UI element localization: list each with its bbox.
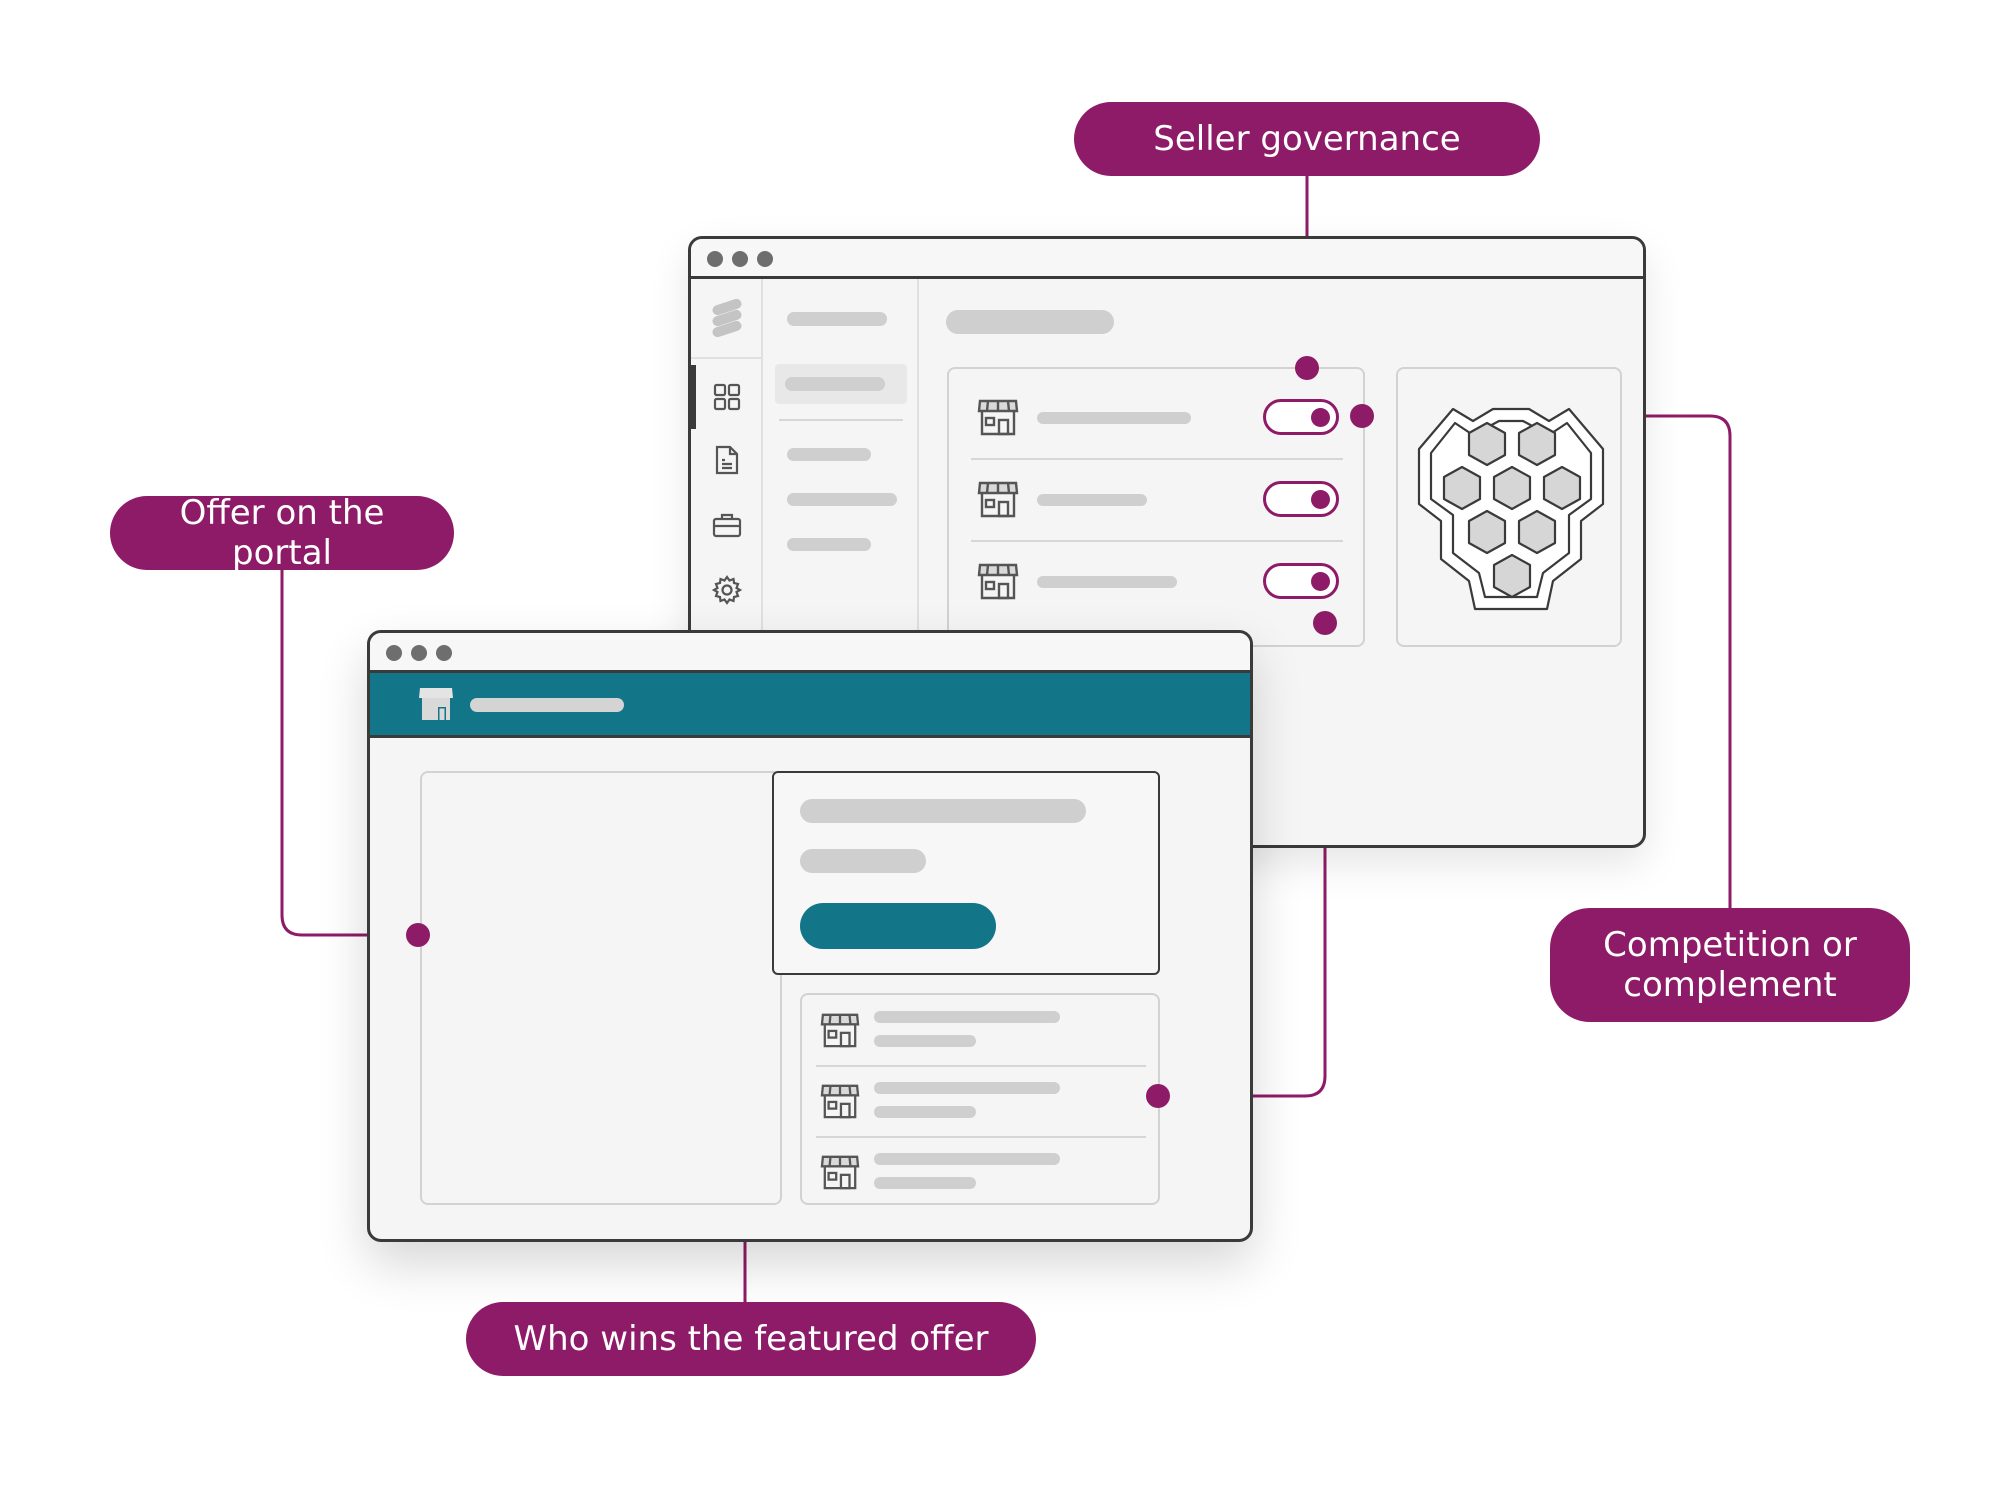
seller-toggle[interactable] xyxy=(1263,563,1339,599)
admin-window xyxy=(688,236,1646,848)
window-control-dot[interactable] xyxy=(386,645,402,661)
other-offer-name-placeholder xyxy=(874,1011,1060,1023)
toggle-knob xyxy=(1311,408,1330,427)
seller-list-card xyxy=(947,367,1365,647)
add-to-cart-button[interactable] xyxy=(800,903,996,949)
connector-dot xyxy=(1295,356,1319,380)
callout-label-line1: Competition or xyxy=(1603,925,1857,965)
brand-logo-icon xyxy=(712,299,742,337)
other-offer-divider xyxy=(816,1136,1146,1138)
window-control-dot[interactable] xyxy=(436,645,452,661)
subnav-item-label-placeholder xyxy=(785,377,885,391)
storefront-icon xyxy=(977,481,1019,518)
active-nav-indicator xyxy=(691,365,696,429)
toggle-knob xyxy=(1311,490,1330,509)
callout-competition-or-complement: Competition or complement xyxy=(1550,908,1910,1022)
callout-label-line2: complement xyxy=(1623,965,1837,1005)
subnav-heading-placeholder xyxy=(787,312,887,326)
window-control-dot[interactable] xyxy=(732,251,748,267)
callout-featured-offer: Who wins the featured offer xyxy=(466,1302,1036,1376)
toggle-knob xyxy=(1311,572,1330,591)
other-offers-card xyxy=(800,993,1160,1205)
portal-window xyxy=(367,630,1253,1242)
seller-name-placeholder xyxy=(1037,412,1191,424)
subnav-item-placeholder[interactable] xyxy=(787,493,897,506)
callout-label: Offer on the portal xyxy=(179,493,385,573)
callout-seller-governance: Seller governance xyxy=(1074,102,1540,176)
portal-header-title-placeholder xyxy=(470,698,624,712)
storefront-icon xyxy=(820,1013,860,1048)
storefront-icon xyxy=(977,399,1019,436)
portal-window-titlebar xyxy=(370,633,1250,673)
admin-page-title-placeholder xyxy=(946,310,1114,334)
connector-offer-portal xyxy=(280,570,418,937)
storefront-icon xyxy=(820,1155,860,1190)
gear-icon[interactable] xyxy=(712,575,742,605)
document-icon[interactable] xyxy=(714,445,740,475)
callout-offer-on-portal: Offer on the portal xyxy=(110,493,454,573)
offer-price-placeholder xyxy=(800,849,926,873)
featured-offer-card xyxy=(772,771,1160,975)
connector-dot xyxy=(1350,404,1374,428)
hexagon-cluster-icon xyxy=(1417,407,1605,611)
seller-row-divider xyxy=(971,540,1343,542)
dashboard-grid-icon[interactable] xyxy=(713,383,741,411)
hexagon-panel xyxy=(1396,367,1622,647)
other-offer-name-placeholder xyxy=(874,1082,1060,1094)
product-image-placeholder xyxy=(420,771,782,1205)
connector-competition xyxy=(1362,414,1732,910)
callout-label: Seller governance xyxy=(1153,119,1461,159)
other-offer-divider xyxy=(816,1065,1146,1067)
other-offer-price-placeholder xyxy=(874,1177,976,1189)
offer-title-placeholder xyxy=(800,799,1086,823)
window-control-dot[interactable] xyxy=(707,251,723,267)
other-offer-price-placeholder xyxy=(874,1106,976,1118)
other-offer-name-placeholder xyxy=(874,1153,1060,1165)
subnav-item-active[interactable] xyxy=(775,364,907,404)
portal-header-bar xyxy=(370,673,1250,738)
connector-dot xyxy=(406,923,430,947)
admin-logo-cell xyxy=(691,279,763,359)
other-offer-price-placeholder xyxy=(874,1035,976,1047)
admin-window-titlebar xyxy=(691,239,1643,279)
admin-subnav xyxy=(763,279,919,845)
seller-row-divider xyxy=(971,458,1343,460)
callout-label: Who wins the featured offer xyxy=(513,1319,989,1359)
connector-dot xyxy=(1313,611,1337,635)
seller-toggle[interactable] xyxy=(1263,399,1339,435)
storefront-icon xyxy=(419,688,453,720)
briefcase-icon[interactable] xyxy=(712,512,742,538)
seller-name-placeholder xyxy=(1037,494,1147,506)
window-control-dot[interactable] xyxy=(757,251,773,267)
storefront-icon xyxy=(820,1084,860,1119)
subnav-divider xyxy=(779,419,903,421)
subnav-item-placeholder[interactable] xyxy=(787,538,871,551)
seller-toggle[interactable] xyxy=(1263,481,1339,517)
seller-name-placeholder xyxy=(1037,576,1177,588)
storefront-icon xyxy=(977,563,1019,600)
connector-dot xyxy=(1146,1084,1170,1108)
connector-seller-list xyxy=(1158,623,1327,1098)
subnav-item-placeholder[interactable] xyxy=(787,448,871,461)
window-control-dot[interactable] xyxy=(411,645,427,661)
